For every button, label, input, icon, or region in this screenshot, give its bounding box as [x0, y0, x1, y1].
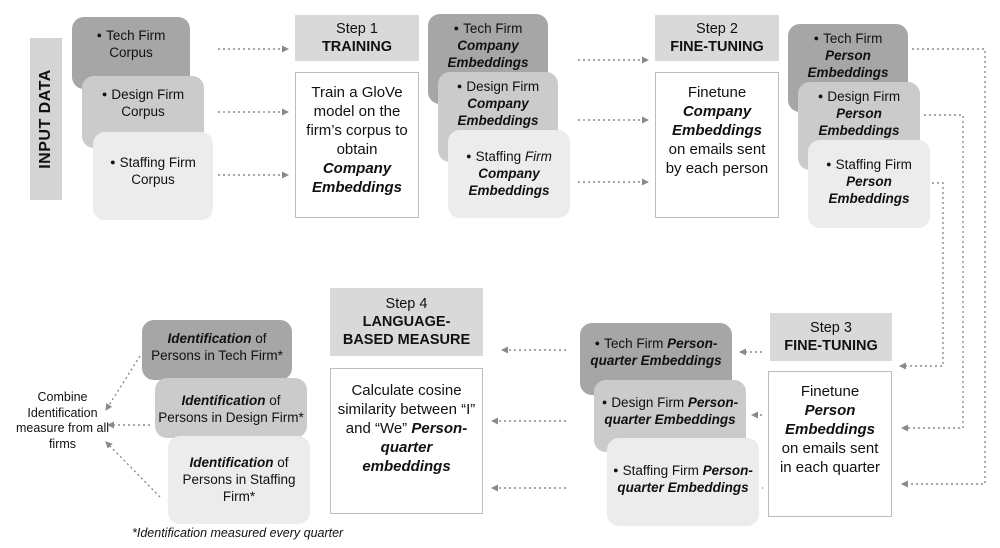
combine-identification-text: Combine Identification measure from all … [15, 390, 110, 451]
arrow-tech-person [901, 48, 986, 488]
tech-firm-person-quarter-embeddings-card: ●Tech Firm Person-quarter Embeddings [580, 323, 732, 395]
staffing-firm-person-quarter-embeddings-card: ●Staffing Firm Person-quarter Embeddings [607, 438, 759, 526]
footnote: *Identification measured every quarter [132, 526, 344, 540]
arrow-design-person [901, 114, 964, 432]
input-data-label: INPUT DATA [30, 38, 62, 200]
step4-box: Calculate cosine similarity between “I” … [330, 368, 483, 514]
arrow-ident-tech [105, 355, 141, 411]
arrow-staffing-person [899, 182, 944, 370]
arrow-ident-staffing [105, 441, 161, 498]
step1-box: Train a GloVe model on the firm’s corpus… [295, 72, 419, 218]
